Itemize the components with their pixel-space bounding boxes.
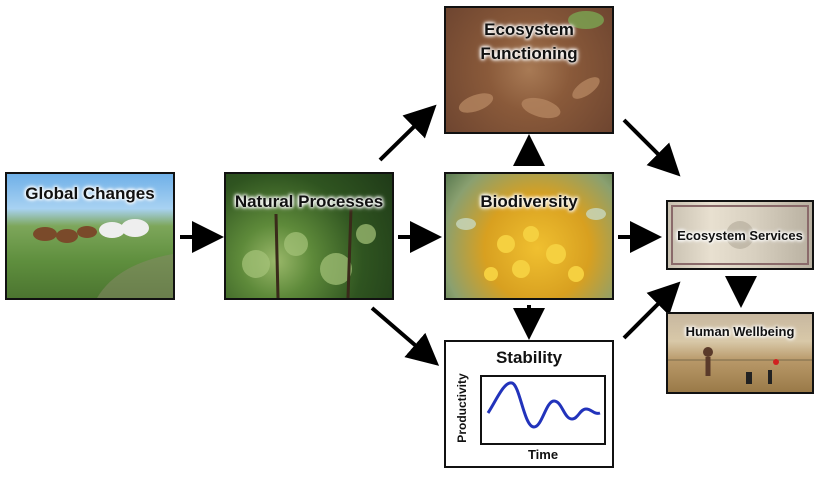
global-changes-box: Global Changes xyxy=(5,172,175,300)
natural-processes-box: Natural Processes xyxy=(224,172,394,300)
arrow-natural-to-stability xyxy=(370,306,440,366)
stability-label: Stability xyxy=(495,348,563,367)
stability-box: Stability Productivity Time xyxy=(444,340,614,468)
person-image xyxy=(668,347,812,384)
forest-image xyxy=(242,208,376,298)
flowers-image xyxy=(456,208,606,282)
stability-curve xyxy=(486,381,601,429)
global-changes-label: Global Changes xyxy=(25,184,155,203)
stability-xlabel: Time xyxy=(527,447,559,462)
leaf-litter-image xyxy=(458,11,604,119)
biodiversity-box: Biodiversity xyxy=(444,172,614,300)
ecosystem-services-box: Ecosystem Services xyxy=(666,200,814,270)
ecosystem-functioning-box: Ecosystem Functioning xyxy=(444,6,614,134)
banknote-image xyxy=(671,205,809,265)
biodiversity-label: Biodiversity xyxy=(480,192,578,211)
arrow-natural-to-functioning xyxy=(378,104,437,162)
human-wellbeing-label: Human Wellbeing xyxy=(685,324,795,339)
productivity-line xyxy=(486,381,601,429)
ecosystem-functioning-label: Ecosystem Functioning xyxy=(480,20,578,63)
arrow-functioning-to-services xyxy=(622,118,681,177)
human-wellbeing-box: Human Wellbeing xyxy=(666,312,814,394)
stability-plot-frame xyxy=(480,375,606,445)
arrow-stability-to-services xyxy=(622,281,681,340)
cattle-pasture-image xyxy=(33,219,173,298)
ecosystem-services-label: Ecosystem Services xyxy=(677,228,803,243)
stability-ylabel: Productivity xyxy=(455,373,469,443)
natural-processes-label: Natural Processes xyxy=(234,192,384,211)
